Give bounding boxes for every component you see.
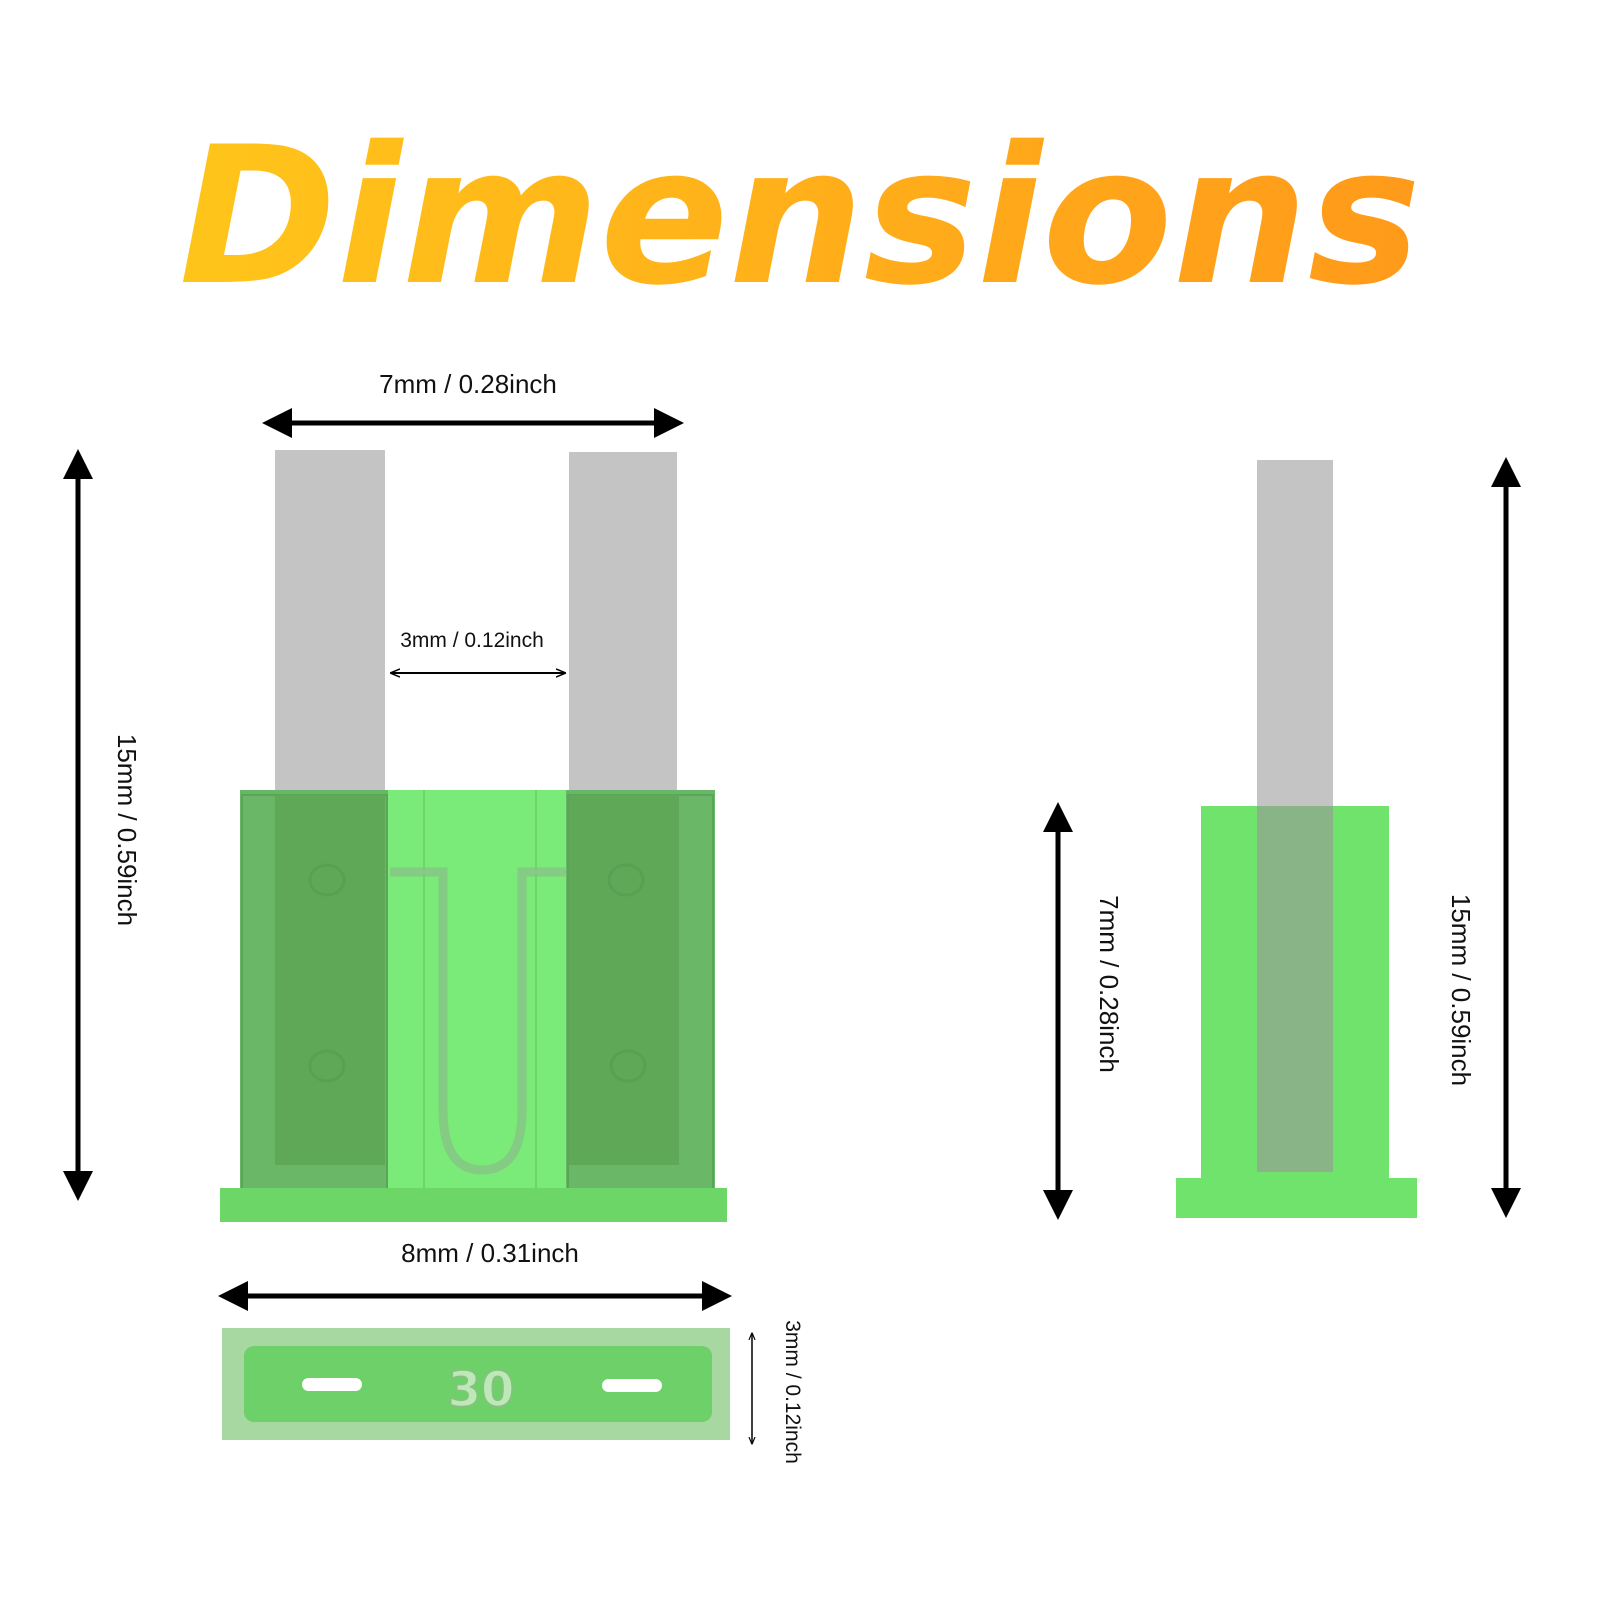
side-base bbox=[1176, 1178, 1417, 1218]
top-view: 30 3mm / 0.12inch bbox=[222, 1320, 804, 1464]
front-height-label: 15mm / 0.59inch bbox=[112, 734, 142, 926]
bottom-width-label: 8mm / 0.31inch bbox=[401, 1238, 579, 1268]
side-total-height-label: 15mm / 0.59inch bbox=[1446, 894, 1476, 1086]
thickness-label: 3mm / 0.12inch bbox=[781, 1320, 804, 1464]
front-view: 7mm / 0.28inch 3mm / 0.12inch 15mm / 0.5… bbox=[63, 369, 732, 1311]
page-title: Dimensions bbox=[179, 106, 1421, 327]
left-slot-icon bbox=[302, 1378, 362, 1391]
side-view: 7mm / 0.28inch 15mm / 0.59inch bbox=[1043, 457, 1521, 1220]
fuse-rating: 30 bbox=[448, 1362, 515, 1418]
fuse-body bbox=[240, 790, 715, 1190]
top-view-inner bbox=[244, 1346, 712, 1422]
side-blade-inside bbox=[1257, 806, 1333, 1172]
fuse-base bbox=[220, 1188, 727, 1222]
right-slot-icon bbox=[602, 1379, 662, 1392]
top-width-label: 7mm / 0.28inch bbox=[379, 369, 557, 399]
side-blade bbox=[1257, 460, 1333, 810]
right-blade bbox=[569, 452, 677, 795]
left-blade bbox=[275, 450, 385, 795]
gap-label: 3mm / 0.12inch bbox=[400, 629, 544, 652]
side-body-height-label: 7mm / 0.28inch bbox=[1094, 895, 1124, 1073]
